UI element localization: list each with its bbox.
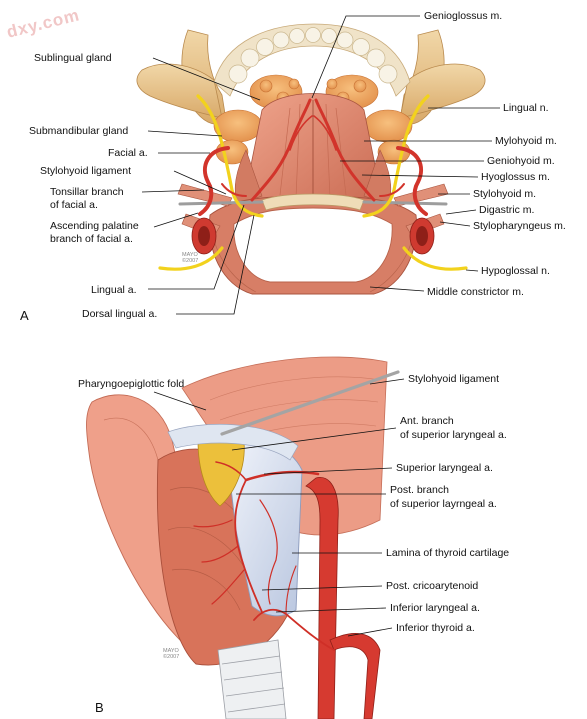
label-mylohyoid: Mylohyoid m. [495,135,557,147]
label-of-facial-artery: of facial a. [50,199,98,211]
stylohyoid-ligaments [178,200,448,206]
middle-constrictor [208,193,418,295]
credit-a: MAYO ©2007 [182,252,199,264]
label-genioglossus: Genioglossus m. [424,10,503,22]
label-geniohyoid: Geniohyoid m. [487,155,555,167]
label-lingual-nerve: Lingual n. [503,102,549,114]
tongue-muscles [234,93,392,209]
teeth [228,27,398,84]
label-stylohyoid-ligament-b: Stylohyoid ligament [408,373,500,385]
label-submandibular-gland: Submandibular gland [29,125,129,137]
carotid-stumps [191,217,435,255]
label-lamina-thyroid-cartilage: Lamina of thyroid cartilage [386,547,510,559]
label-ant-branch: Ant. branch [400,415,454,427]
label-of-superior-layrngeal: of superior layrngeal a. [390,498,497,510]
panel-letter-b: B [95,700,104,715]
label-ascending-palatine: Ascending palatine [50,220,139,232]
label-tonsillar-branch: Tonsillar branch [50,186,124,198]
panel-letter-a: A [20,308,29,323]
leader-lines-a [141,15,500,315]
label-hypoglossal-nerve: Hypoglossal n. [481,265,550,277]
label-pharyngoepiglottic-fold: Pharyngoepiglottic fold [78,378,185,390]
label-post-cricoarytenoid: Post. cricoarytenoid [386,580,479,592]
label-superior-laryngeal-artery: Superior laryngeal a. [396,462,493,474]
stylohyoid-ligament-b [220,370,400,436]
label-facial-artery: Facial a. [108,147,148,159]
label-lingual-artery: Lingual a. [91,284,137,296]
label-branch-of-facial-artery: branch of facial a. [50,233,133,245]
credit-b: MAYO ©2007 [163,648,180,660]
label-digastric: Digastric m. [479,204,535,216]
label-middle-constrictor: Middle constrictor m. [427,286,524,298]
leader-lines-b [153,378,405,637]
label-inferior-thyroid-artery: Inferior thyroid a. [396,622,475,634]
label-hyoglossus: Hyoglossus m. [481,171,550,183]
label-post-branch: Post. branch [390,484,449,496]
label-stylopharyngeus: Stylopharyngeus m. [473,220,566,232]
trachea [217,639,287,719]
label-sublingual-gland: Sublingual gland [34,52,112,64]
label-inferior-laryngeal-artery: Inferior laryngeal a. [390,602,480,614]
carotid-vessel [305,477,381,719]
laryngeal-arteries [193,461,335,651]
nerves [158,94,468,271]
label-stylohyoid-muscle: Stylohyoid m. [473,188,537,200]
label-stylohyoid-ligament-a: Stylohyoid ligament [40,165,132,177]
label-of-superior-laryngeal: of superior laryngeal a. [400,429,507,441]
label-dorsal-lingual-artery: Dorsal lingual a. [82,308,158,320]
arteries [198,98,428,216]
